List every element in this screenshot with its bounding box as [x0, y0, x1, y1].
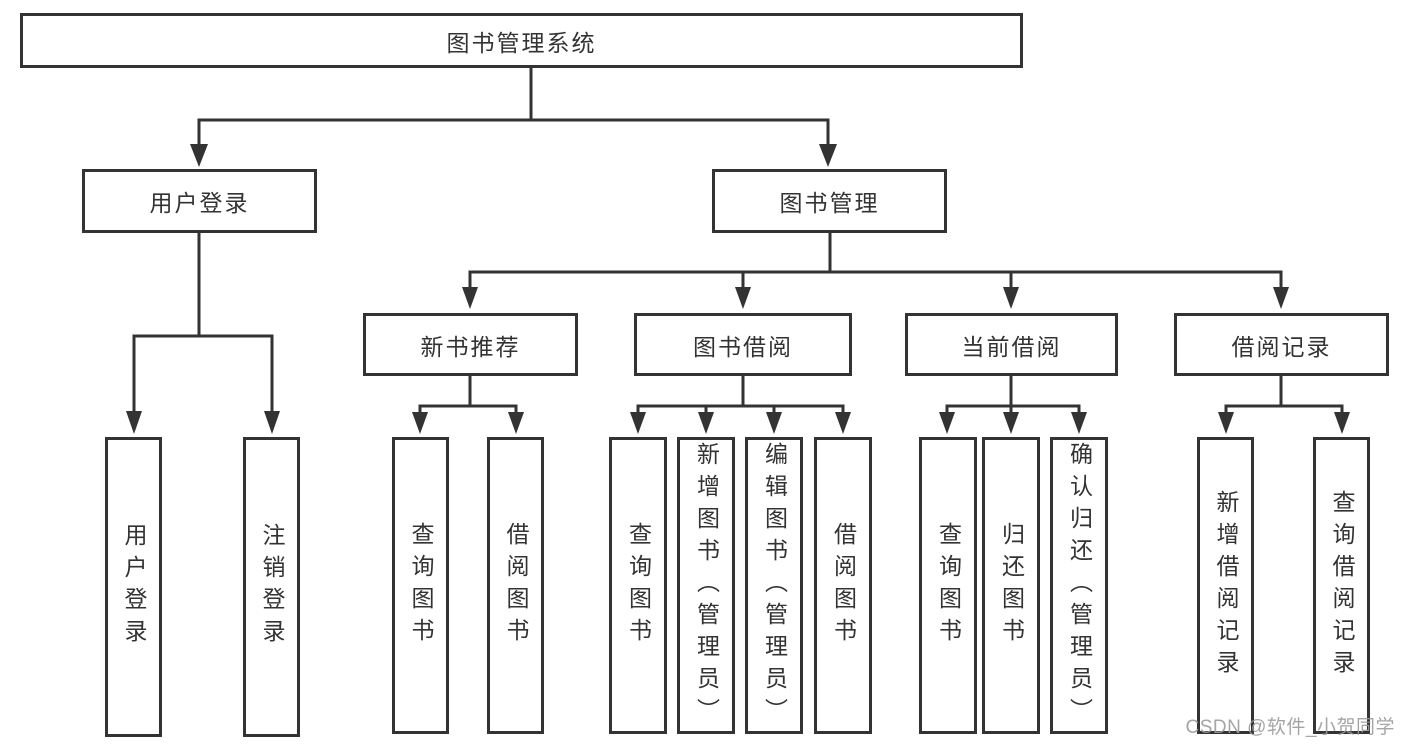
- node-user-login: 用户登录: [82, 169, 317, 233]
- leaf-query-book-3: 查询图书: [919, 437, 977, 734]
- leaf-add-book-admin: 新增图书（管理员）: [677, 437, 735, 734]
- leaf-query-book-3-label: 查询图书: [935, 521, 962, 650]
- leaf-borrow-book-1-label: 借阅图书: [503, 521, 529, 650]
- leaf-borrow-book-2: 借阅图书: [814, 437, 872, 734]
- leaf-confirm-return-admin: 确认归还（管理员）: [1050, 437, 1108, 734]
- leaf-return-book: 归还图书: [982, 437, 1040, 734]
- leaf-query-book-2-label: 查询图书: [625, 521, 652, 650]
- leaf-user-login: 用户登录: [105, 437, 162, 737]
- leaf-borrow-book-2-label: 借阅图书: [830, 521, 857, 650]
- leaf-confirm-return-admin-label: 确认归还（管理员）: [1066, 441, 1093, 730]
- leaf-query-book-1: 查询图书: [392, 437, 449, 734]
- leaf-borrow-book-1: 借阅图书: [487, 437, 544, 734]
- node-current-borrow: 当前借阅: [905, 313, 1118, 376]
- leaf-return-book-label: 归还图书: [998, 521, 1025, 650]
- node-user-login-label: 用户登录: [149, 190, 250, 216]
- csdn-watermark: CSDN @软件_小贺同学: [1185, 717, 1395, 738]
- node-root: 图书管理系统: [20, 13, 1023, 68]
- leaf-query-book-1-label: 查询图书: [408, 521, 434, 650]
- arrowheads: [126, 144, 1350, 434]
- leaf-edit-book-admin-label: 编辑图书（管理员）: [761, 441, 788, 730]
- leaf-user-login-label: 用户登录: [121, 523, 147, 651]
- leaf-add-book-admin-label: 新增图书（管理员）: [693, 441, 720, 730]
- leaf-query-borrow-record: 查询借阅记录: [1313, 437, 1370, 734]
- leaf-edit-book-admin: 编辑图书（管理员）: [745, 437, 803, 734]
- node-book-borrow: 图书借阅: [634, 313, 852, 376]
- leaf-add-borrow-record-label: 新增借阅记录: [1213, 489, 1239, 682]
- leaf-query-book-2: 查询图书: [609, 437, 667, 734]
- node-borrow-record-label: 借阅记录: [1231, 333, 1332, 360]
- leaf-logout: 注销登录: [243, 437, 300, 737]
- node-book-management-label: 图书管理: [779, 190, 880, 216]
- node-book-management: 图书管理: [712, 169, 947, 233]
- leaf-add-borrow-record: 新增借阅记录: [1197, 437, 1254, 734]
- node-current-borrow-label: 当前借阅: [961, 333, 1062, 360]
- node-root-label: 图书管理系统: [446, 29, 597, 56]
- leaf-logout-label: 注销登录: [259, 523, 285, 651]
- leaf-query-borrow-record-label: 查询借阅记录: [1329, 489, 1355, 682]
- node-borrow-record: 借阅记录: [1174, 313, 1389, 376]
- node-new-book-recommend-label: 新书推荐: [420, 333, 521, 360]
- node-new-book-recommend: 新书推荐: [363, 313, 578, 376]
- node-book-borrow-label: 图书借阅: [693, 333, 793, 360]
